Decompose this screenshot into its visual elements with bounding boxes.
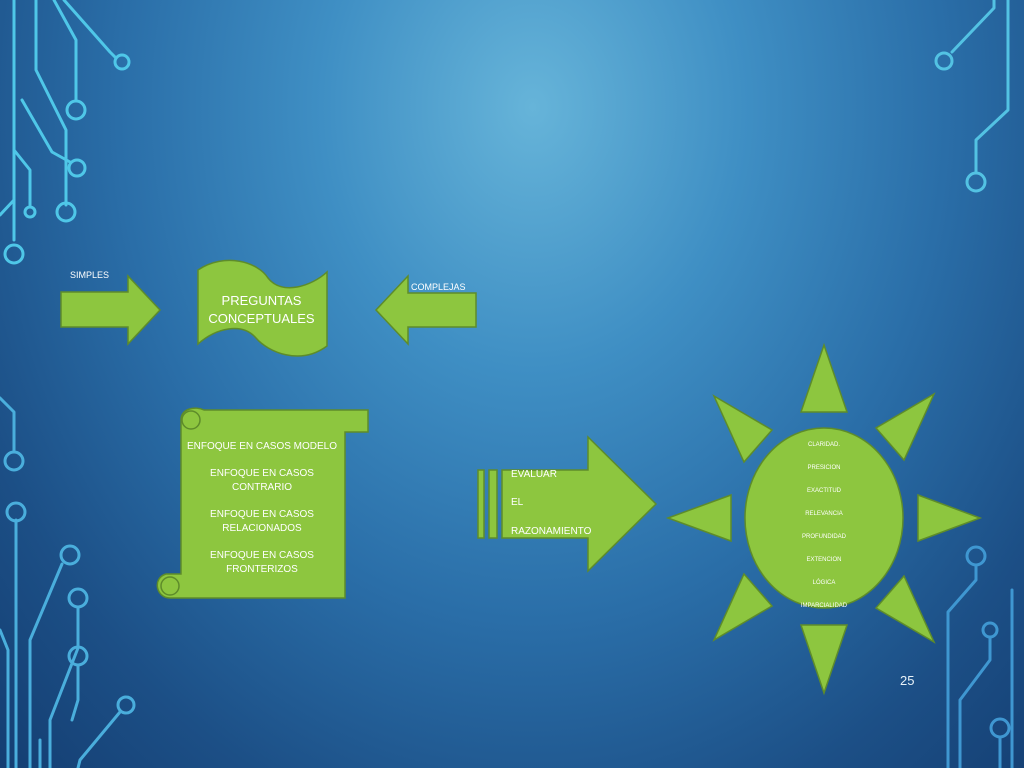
sun-criterion: LÓGICA: [812, 580, 836, 586]
preguntas-conceptuales-text: PREGUNTAS CONCEPTUALES: [200, 292, 323, 328]
circuit-top-right: [934, 0, 1010, 193]
sun-criterion: IMPARCIALIDAD: [800, 603, 848, 609]
sun-criterion: CLARIDAD.: [807, 442, 840, 448]
simples-label: SIMPLES: [70, 270, 110, 280]
enfoque-list: ENFOQUE EN CASOS MODELO ENFOQUE EN CASOS…: [181, 440, 343, 577]
evaluar-line-3: RAZONAMIENTO: [511, 526, 592, 537]
preguntas-line-1: PREGUNTAS: [221, 293, 302, 308]
sun-criterion: PROFUNDIDAD: [801, 534, 846, 540]
complejas-label: COMPLEJAS: [411, 282, 466, 292]
sun-criterion: EXACTITUD: [806, 488, 841, 494]
sun-ray-se: [874, 574, 936, 644]
sun-center: [744, 427, 904, 609]
enfoque-item: ENFOQUE EN CASOS FRONTERIZOS: [210, 550, 314, 575]
evaluar-arrow: [501, 435, 658, 573]
sun-ray-w: [665, 493, 732, 543]
enfoque-item: ENFOQUE EN CASOS MODELO: [186, 441, 338, 452]
enfoque-scroll-shape: [156, 407, 369, 599]
complejas-arrow: [374, 274, 477, 346]
preguntas-wave-shape: [197, 259, 328, 357]
circuit-bottom-left: [0, 396, 136, 768]
preguntas-line-2: CONCEPTUALES: [208, 311, 315, 326]
sun-ray-ne: [874, 392, 936, 462]
evaluar-arrow-stripe-2: [488, 469, 498, 539]
sun-ray-sw: [712, 572, 774, 642]
page-number: 25: [900, 673, 915, 688]
evaluar-line-1: EVALUAR: [511, 469, 557, 480]
sun-ray-s: [799, 624, 849, 696]
evaluar-line-2: EL: [511, 497, 524, 508]
evaluar-arrow-stripe-1: [477, 469, 485, 539]
sun-ray-nw: [712, 394, 774, 464]
enfoque-item: ENFOQUE EN CASOS CONTRARIO: [210, 468, 314, 493]
circuit-top-left: [0, 0, 131, 265]
sun-criterion: PRESICION: [807, 465, 841, 471]
sun-criterion: EXTENCION: [806, 557, 842, 563]
enfoque-item: ENFOQUE EN CASOS RELACIONADOS: [210, 509, 314, 534]
sun-criterion: RELEVANCIA: [805, 511, 843, 517]
scroll-curl-bottom: [160, 576, 180, 596]
simples-arrow: [60, 274, 162, 346]
scroll-curl-top: [181, 410, 201, 430]
sun-ray-n: [799, 342, 849, 413]
sun-criteria-list: CLARIDAD. PRESICION EXACTITUD RELEVANCIA…: [774, 434, 874, 618]
circuit-bottom-right: [946, 545, 1014, 768]
sun-ray-e: [917, 493, 983, 543]
